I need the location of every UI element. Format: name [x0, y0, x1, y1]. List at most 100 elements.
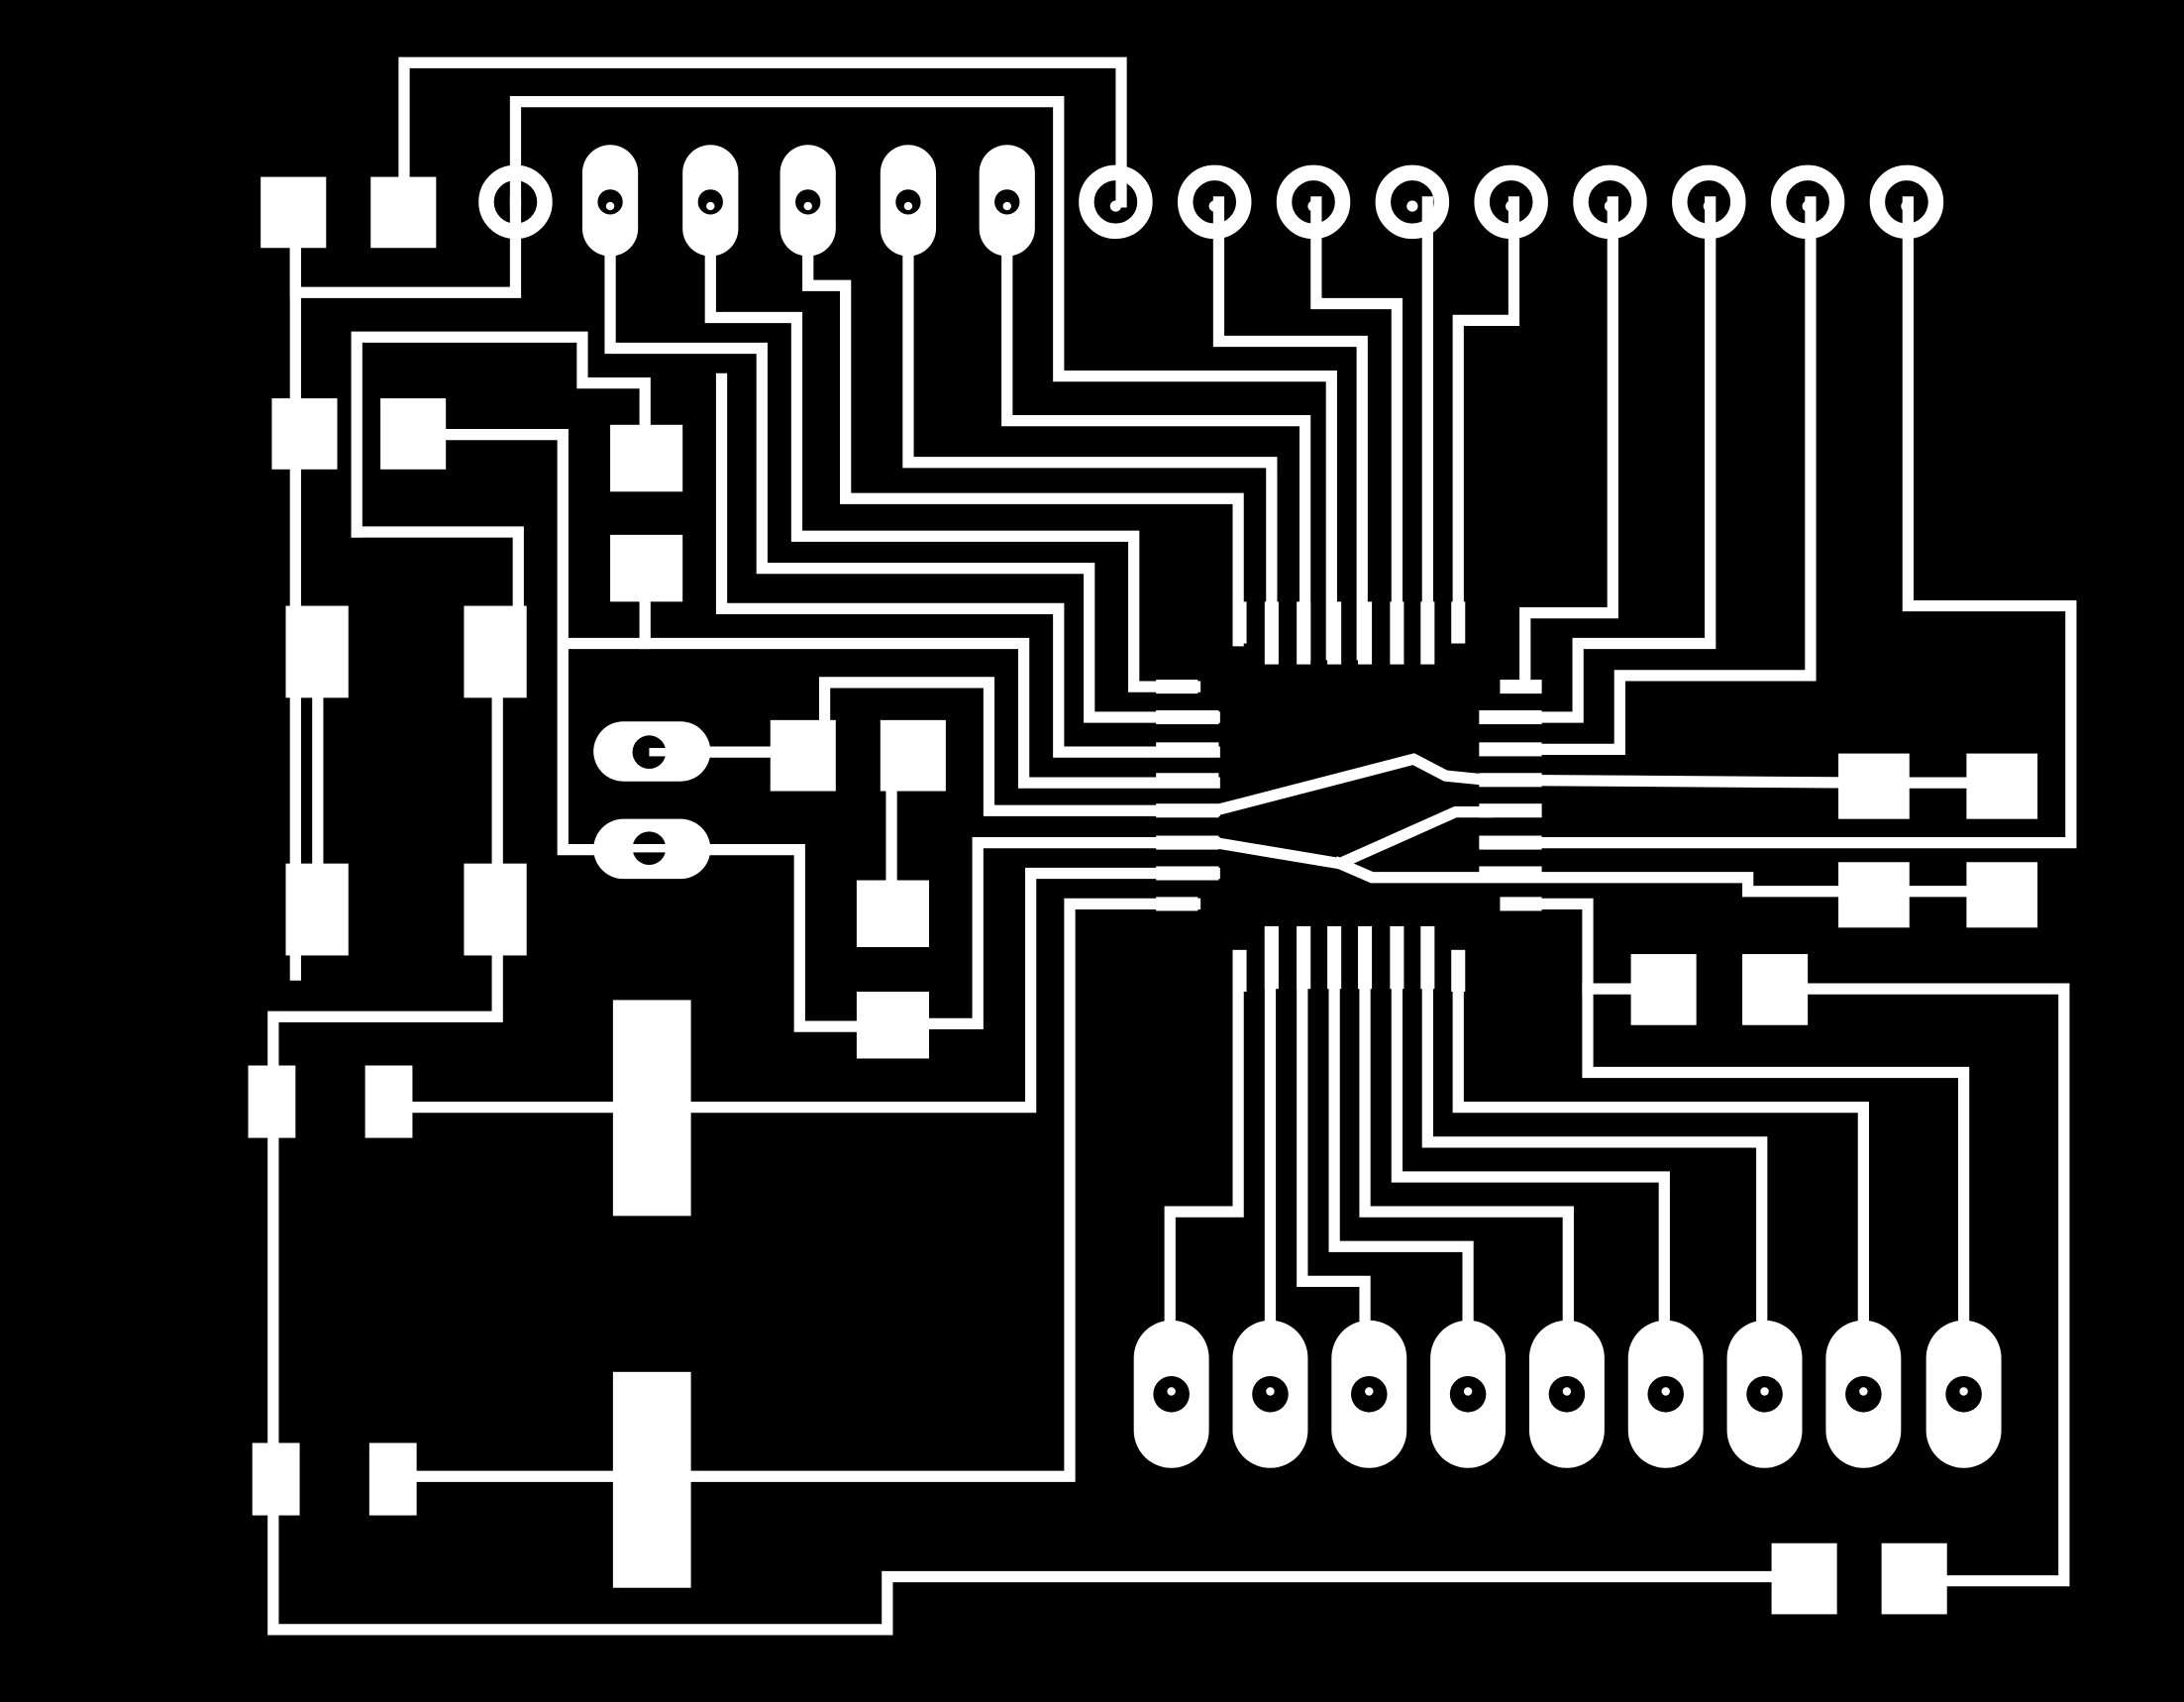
header-pin-14: [1770, 164, 1845, 240]
ic-pin: [1479, 710, 1542, 725]
trace: [561, 637, 1220, 789]
trace-layer: [267, 56, 2077, 1636]
trace: [1001, 196, 1311, 661]
header-pin-5: [880, 145, 937, 257]
ic-pin: [1264, 601, 1279, 665]
header-pin-2: [581, 145, 639, 257]
header-pin-15: [1869, 164, 1944, 240]
ic-pin: [1156, 710, 1219, 725]
trace: [1332, 856, 1872, 898]
trace: [802, 196, 1244, 647]
trace: [1297, 927, 1371, 1364]
ic-pin: [1297, 601, 1311, 665]
ic-pin: [1390, 925, 1404, 990]
ic-pin: [1156, 835, 1219, 850]
ic-pin: [1232, 949, 1247, 992]
smd-pad: [368, 1442, 417, 1516]
header-pin-12: [1573, 164, 1647, 240]
smd-pad: [260, 176, 327, 249]
crystal: [593, 721, 711, 880]
ic-pin: [1451, 949, 1466, 992]
bottom-pin-5: [1528, 1320, 1605, 1468]
smd-pad: [880, 719, 946, 792]
ic-pin: [1479, 866, 1542, 881]
trace: [1359, 927, 1574, 1364]
ic-pin: [1264, 925, 1279, 990]
header-pin-7: [1079, 164, 1153, 240]
ic-pin: [1479, 742, 1542, 757]
trace: [267, 635, 1810, 1636]
ic-pin: [1156, 680, 1198, 694]
smd-pad: [856, 880, 930, 948]
trace: [1519, 196, 1618, 692]
trace: [398, 867, 1220, 1114]
ic-pin: [1327, 601, 1342, 665]
trace: [920, 836, 1220, 1029]
trace: [704, 196, 1201, 692]
header-pin-11: [1474, 164, 1548, 240]
ic-pin: [1500, 680, 1542, 694]
smd-pad: [252, 1442, 300, 1516]
smd-pad: [1966, 753, 2038, 819]
bottom-pin-7: [1726, 1320, 1803, 1468]
trace: [351, 526, 524, 647]
trace: [1164, 955, 1244, 1364]
trace: [398, 56, 1127, 215]
ic-pin: [1479, 835, 1542, 850]
trace: [1452, 955, 1869, 1364]
top-header: [478, 145, 1944, 257]
trace: [1421, 927, 1768, 1364]
trace: [1452, 196, 1520, 644]
trace: [1212, 196, 1368, 661]
smd-pad: [370, 176, 437, 249]
header-pin-1: [478, 164, 553, 240]
ic-pin: [1358, 925, 1373, 990]
header-pin-4: [780, 145, 836, 257]
trace: [818, 677, 1220, 816]
bottom-pin-9: [1925, 1320, 2002, 1468]
ic-pin: [1156, 897, 1198, 911]
smd-pad: [1838, 753, 1910, 819]
bottom-pin-3: [1331, 1320, 1407, 1468]
smd-pad: [610, 534, 683, 602]
smd-pad: [1838, 862, 1910, 928]
ic-pin: [1156, 866, 1219, 881]
ic-pin: [1156, 773, 1219, 788]
smd-pad: [464, 605, 527, 698]
bottom-pin-2: [1232, 1320, 1308, 1468]
header-pin-10: [1375, 164, 1450, 240]
smd-pad: [856, 991, 930, 1059]
trace: [1328, 927, 1474, 1364]
large-pad: [612, 1000, 691, 1217]
ic-pin: [1420, 925, 1435, 990]
ic-pin: [1479, 773, 1542, 788]
header-pin-8: [1177, 164, 1252, 240]
trace: [509, 96, 1337, 661]
trace: [604, 196, 1220, 723]
smd-pad: [285, 863, 349, 956]
trace: [351, 331, 651, 538]
trace: [697, 843, 897, 1032]
bottom-pin-6: [1627, 1320, 1704, 1468]
trace: [1482, 196, 2077, 849]
smd-pad: [1881, 1542, 1947, 1615]
smd-pad: [1742, 954, 1809, 1025]
bottom-pin-1: [1133, 1320, 1209, 1468]
smd-pad: [1771, 1542, 1837, 1615]
smd-pad: [271, 398, 338, 470]
trace: [1501, 898, 1970, 1364]
trace: [1207, 753, 1494, 818]
trace: [1482, 196, 1817, 755]
bottom-header: [1133, 1320, 2002, 1468]
header-pin-13: [1672, 164, 1746, 240]
trace: [398, 898, 1201, 1482]
smd-pads: [248, 176, 2038, 1615]
trace: [1207, 806, 1494, 870]
trace: [902, 196, 1278, 661]
large-pad: [612, 1371, 691, 1588]
ic-pin: [1390, 601, 1404, 665]
ic-pin: [1156, 803, 1219, 818]
trace: [1310, 196, 1404, 661]
smd-pad: [464, 863, 527, 956]
